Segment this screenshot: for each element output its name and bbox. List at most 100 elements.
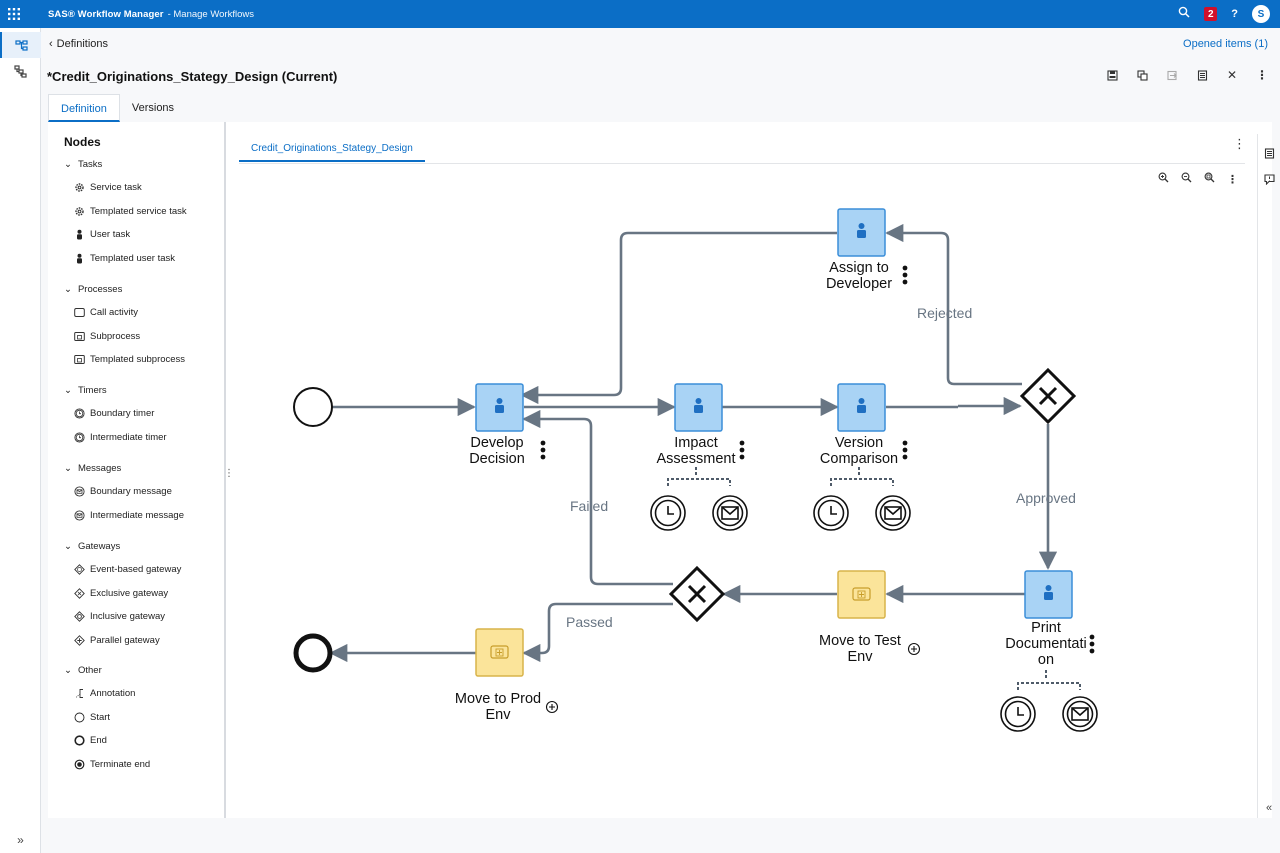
more-icon-impact[interactable]: [739, 440, 745, 460]
search-icon[interactable]: [1178, 5, 1190, 23]
palette-item-templated-user-task[interactable]: Templated user task: [74, 253, 175, 264]
envelope-icon-impact[interactable]: [712, 495, 748, 531]
exclusive-gateway-test[interactable]: [668, 565, 726, 623]
palette-group-other[interactable]: ⌄Other: [64, 665, 102, 676]
expand-icon-move-test[interactable]: [907, 642, 921, 656]
zoom-more-icon[interactable]: ⋮: [1227, 173, 1238, 186]
diagram-tab[interactable]: Credit_Originations_Stategy_Design: [239, 138, 425, 162]
close-icon[interactable]: ✕: [1226, 68, 1238, 82]
end-event[interactable]: [293, 633, 333, 673]
palette-item-exclusive-gateway[interactable]: Exclusive gateway: [74, 588, 168, 599]
palette-item-boundary-message[interactable]: Boundary message: [74, 486, 172, 497]
save-icon[interactable]: [1106, 69, 1118, 81]
definition-panel: Nodes ⌄Tasks Service task Templated serv…: [48, 122, 1275, 818]
palette-group-processes[interactable]: ⌄Processes: [64, 284, 122, 295]
flow-version-gateway[interactable]: [886, 406, 1020, 407]
item-label: Terminate end: [90, 759, 151, 770]
timer-icon-impact[interactable]: [650, 495, 686, 531]
exclusive-gateway-review[interactable]: [1019, 367, 1077, 425]
more-icon-develop[interactable]: [540, 440, 546, 460]
properties-panel-icon[interactable]: [1258, 140, 1280, 166]
item-label: Inclusive gateway: [90, 611, 165, 622]
palette-item-call-activity[interactable]: Call activity: [74, 307, 138, 318]
deploy-icon[interactable]: [1166, 69, 1178, 81]
copy-icon[interactable]: [1136, 69, 1148, 81]
palette-item-intermediate-timer[interactable]: Intermediate timer: [74, 432, 167, 443]
more-icon-print[interactable]: [1089, 634, 1095, 654]
main-area: ‹ Definitions Opened items (1) *Credit_O…: [41, 28, 1280, 853]
item-label: Annotation: [90, 688, 136, 699]
palette-item-terminate-end[interactable]: Terminate end: [74, 759, 150, 770]
breadcrumb[interactable]: ‹ Definitions: [49, 38, 108, 50]
flow-failed[interactable]: [522, 409, 673, 586]
envelope-icon-print[interactable]: [1062, 696, 1098, 732]
palette-group-gateways[interactable]: ⌄Gateways: [64, 541, 120, 552]
envelope-icon: [74, 510, 85, 521]
palette-item-boundary-timer[interactable]: Boundary timer: [74, 408, 154, 419]
palette-item-inclusive-gateway[interactable]: Inclusive gateway: [74, 611, 165, 622]
tab-definition[interactable]: Definition: [48, 94, 120, 122]
workflow-definitions-icon[interactable]: [0, 32, 41, 58]
app-title: SAS® Workflow Manager: [48, 8, 164, 20]
palette-item-annotation[interactable]: Annotation: [74, 688, 135, 699]
diagram-more-icon[interactable]: ⋮: [1233, 136, 1246, 151]
palette-item-user-task[interactable]: User task: [74, 229, 130, 240]
more-options-icon[interactable]: ⋮: [1256, 68, 1268, 82]
properties-icon[interactable]: [1196, 69, 1208, 81]
zoom-fit-icon[interactable]: [1204, 172, 1215, 186]
notification-badge[interactable]: 2: [1204, 7, 1218, 21]
annotation-icon: [74, 688, 85, 699]
palette-item-templated-service-task[interactable]: Templated service task: [74, 206, 187, 217]
zoom-in-icon[interactable]: [1158, 172, 1169, 186]
palette-item-subprocess[interactable]: Subprocess: [74, 331, 140, 342]
breadcrumb-definitions[interactable]: Definitions: [56, 38, 109, 50]
palette-item-parallel-gateway[interactable]: Parallel gateway: [74, 635, 160, 646]
chevron-down-icon: ⌄: [64, 284, 72, 295]
zoom-out-icon[interactable]: [1181, 172, 1192, 186]
user-task-impact[interactable]: [674, 383, 723, 432]
chevron-down-icon: ⌄: [64, 665, 72, 676]
subprocess-move-prod[interactable]: [475, 628, 524, 677]
user-task-print[interactable]: [1024, 570, 1073, 619]
label-print-2: Documentati: [1005, 636, 1086, 652]
user-task-assign[interactable]: [837, 208, 886, 257]
help-icon[interactable]: ?: [1231, 8, 1238, 20]
envelope-icon: [74, 486, 85, 497]
palette-group-timers[interactable]: ⌄Timers: [64, 385, 107, 396]
diamond-icon: [74, 635, 85, 646]
workflow-instances-icon[interactable]: [0, 58, 41, 84]
comments-icon[interactable]: [1258, 166, 1280, 192]
envelope-icon-version[interactable]: [875, 495, 911, 531]
more-icon-assign[interactable]: [902, 265, 908, 285]
palette-item-end[interactable]: End: [74, 735, 107, 746]
tab-versions[interactable]: Versions: [131, 102, 175, 114]
flow-assign-develop[interactable]: [520, 231, 837, 405]
flow-rejected[interactable]: [885, 223, 1022, 386]
palette-item-templated-subprocess[interactable]: Templated subprocess: [74, 354, 185, 365]
expand-icon-move-prod[interactable]: [545, 700, 559, 714]
palette-group-messages[interactable]: ⌄Messages: [64, 463, 121, 474]
user-task-develop[interactable]: [475, 383, 524, 432]
timer-icon-print[interactable]: [1000, 696, 1036, 732]
splitter-handle[interactable]: ⋮: [224, 468, 234, 479]
opened-items-link[interactable]: Opened items (1): [1183, 38, 1268, 50]
label-move-prod-2: Env: [486, 707, 512, 723]
start-event[interactable]: [293, 387, 333, 427]
app-launcher-icon[interactable]: [0, 0, 28, 28]
flow-passed[interactable]: [522, 602, 673, 663]
flow-label-passed: Passed: [566, 614, 613, 630]
palette-item-service-task[interactable]: Service task: [74, 182, 142, 193]
palette-item-intermediate-message[interactable]: Intermediate message: [74, 510, 184, 521]
item-label: Boundary message: [90, 486, 172, 497]
call-activity-icon: [74, 307, 85, 318]
palette-group-tasks[interactable]: ⌄Tasks: [64, 159, 102, 170]
user-task-version[interactable]: [837, 383, 886, 432]
more-icon-version[interactable]: [902, 440, 908, 460]
subprocess-move-test[interactable]: [837, 570, 886, 619]
palette-item-start[interactable]: Start: [74, 712, 110, 723]
expand-rail-icon[interactable]: »: [17, 833, 24, 847]
palette-item-event-based-gateway[interactable]: Event-based gateway: [74, 564, 181, 575]
collapse-panel-icon[interactable]: «: [1265, 802, 1273, 814]
avatar[interactable]: S: [1252, 5, 1270, 23]
timer-icon-version[interactable]: [813, 495, 849, 531]
